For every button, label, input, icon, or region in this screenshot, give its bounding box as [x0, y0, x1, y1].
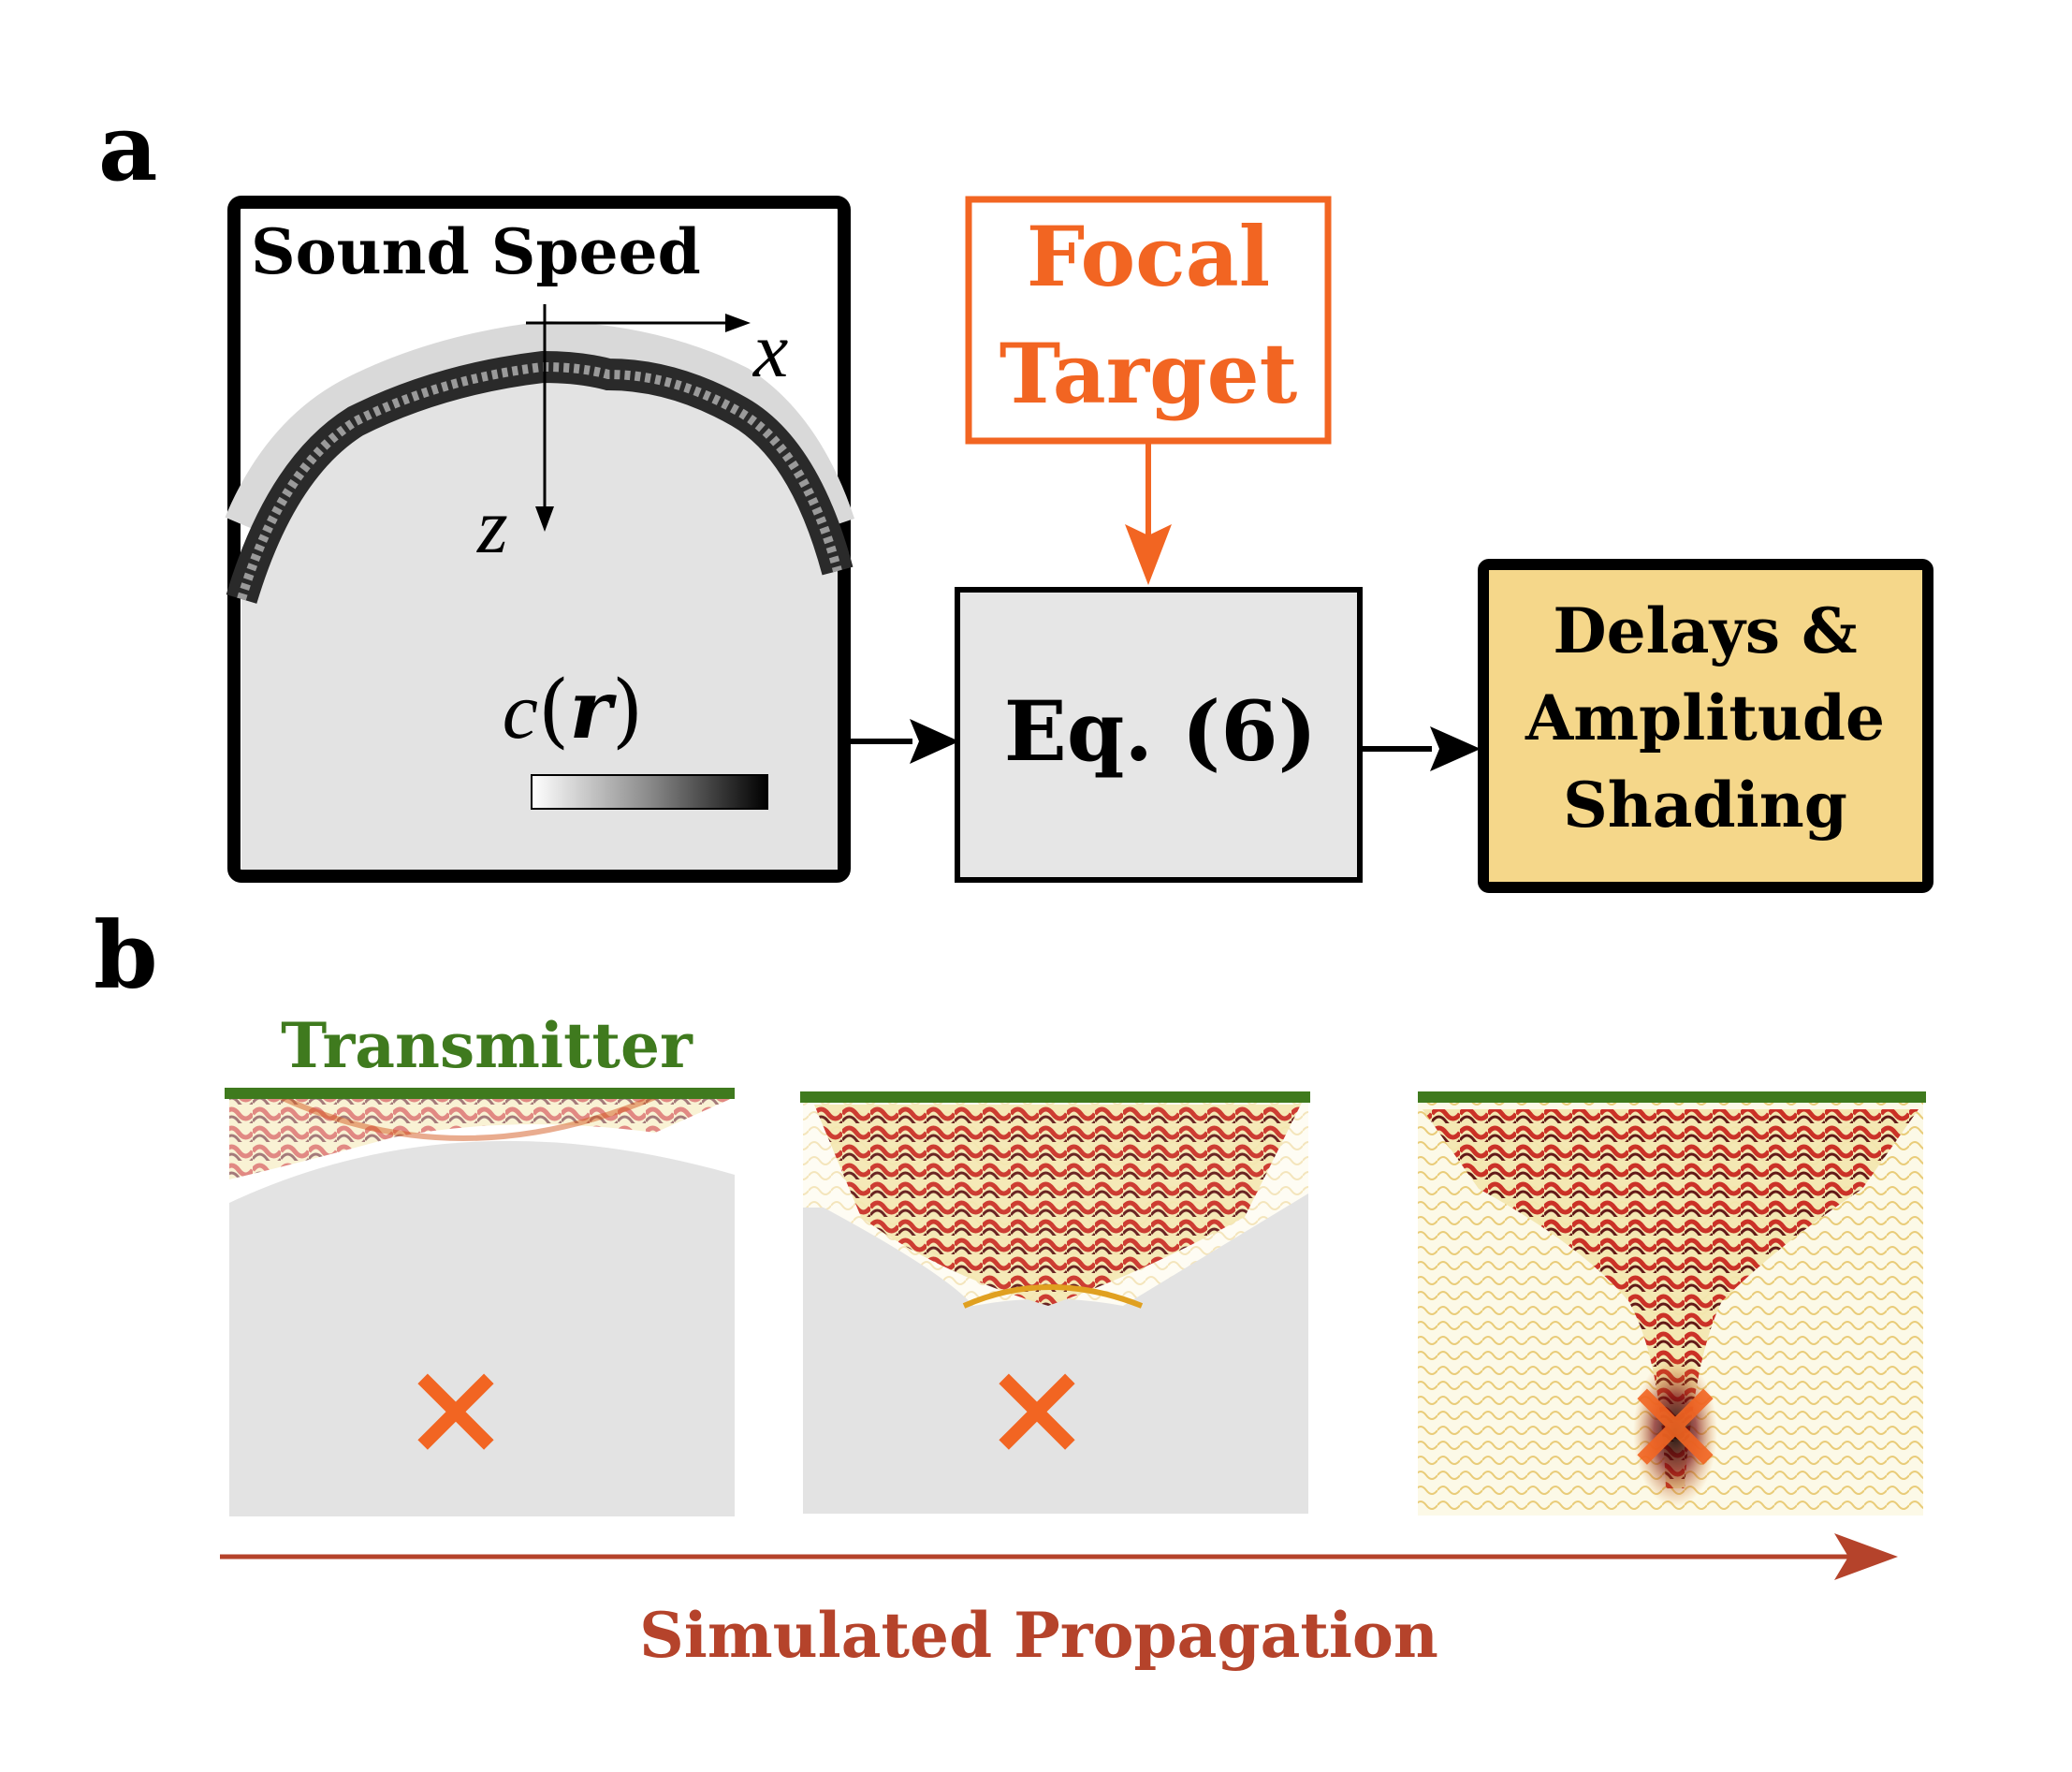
propagation-label: Simulated Propagation: [639, 1599, 1438, 1672]
output-line3: Shading: [1563, 769, 1847, 842]
tissue-region: [241, 360, 838, 870]
sound-speed-panel: Sound Speed x z c(r): [225, 196, 855, 883]
arrow-to-output-head: [1430, 726, 1481, 771]
focal-marker-2: ×: [982, 1331, 1091, 1485]
focal-target-box: Focal Target: [965, 196, 1332, 445]
focal-target-line1: Focal: [1027, 208, 1270, 305]
transmitter-label: Transmitter: [281, 1009, 693, 1082]
x-axis-label: x: [751, 307, 788, 394]
focal-target-line2: Target: [1000, 325, 1298, 422]
arrow-focal-head: [1125, 524, 1172, 585]
colorbar-label: c(r): [503, 663, 644, 757]
focal-marker-3: ×: [1620, 1346, 1729, 1500]
z-axis-arrowhead: [535, 506, 554, 532]
panel-a-label: a: [98, 95, 158, 202]
x-axis-arrowhead: [725, 314, 751, 332]
sound-speed-title: Sound Speed: [251, 215, 701, 288]
arrow-to-equation-head: [910, 719, 959, 764]
snapshot-early: ×: [225, 1088, 735, 1516]
focal-marker-1: ×: [401, 1331, 510, 1485]
equation-box: Eq. (6): [955, 587, 1363, 883]
snapshot-focused: ×: [1418, 1091, 1926, 1516]
panel-b-label: b: [94, 902, 158, 1010]
equation-label: Eq. (6): [1004, 682, 1317, 780]
sound-speed-colorbar: [531, 774, 768, 810]
output-line1: Delays &: [1553, 594, 1857, 667]
z-axis-label: z: [476, 483, 508, 570]
propagation-arrowhead: [1834, 1533, 1898, 1580]
output-line2: Amplitude: [1525, 681, 1885, 754]
output-box: Delays & Amplitude Shading: [1478, 559, 1933, 893]
skin-layer: [225, 320, 855, 532]
snapshot-middle: ×: [800, 1091, 1310, 1514]
skull-diploe: [237, 361, 842, 601]
